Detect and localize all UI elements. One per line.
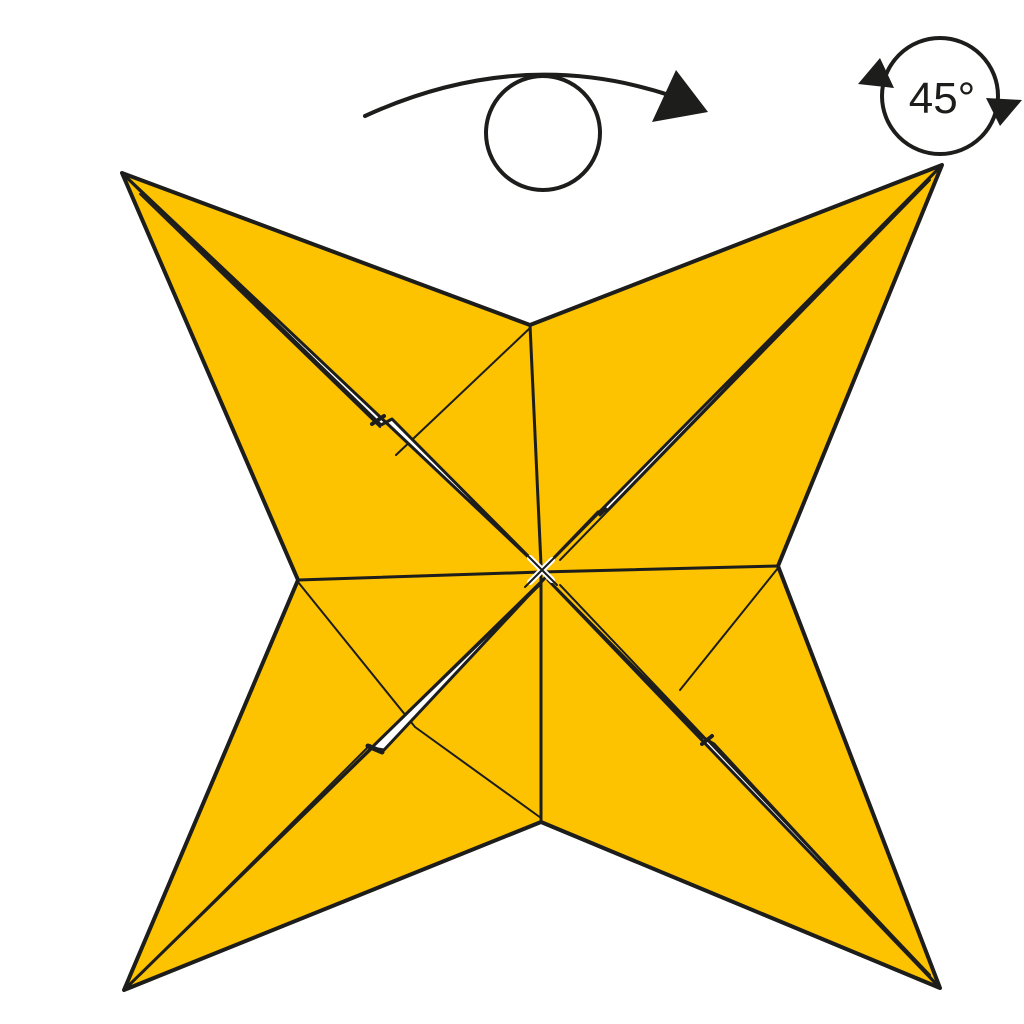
slit-nw bbox=[120, 171, 542, 570]
slit-sw-inner-2 bbox=[379, 584, 541, 741]
rotate-45-icon: 45° bbox=[858, 36, 1022, 156]
turn-over-arrowhead bbox=[652, 70, 708, 122]
rotate-angle-label: 45° bbox=[909, 74, 976, 123]
center-cross-outline bbox=[524, 552, 558, 588]
slit-sw-notch bbox=[365, 743, 385, 755]
rotate-arrowhead-right bbox=[986, 98, 1022, 126]
slit-sw-inner bbox=[139, 744, 371, 976]
slit-se-notch bbox=[700, 734, 714, 746]
turn-over-arrow-icon bbox=[363, 70, 708, 192]
folded-star-model bbox=[120, 163, 944, 992]
slit-ne-notch bbox=[598, 507, 608, 517]
quadrant-fold-lines bbox=[297, 327, 779, 819]
rotate-circle bbox=[880, 36, 1000, 156]
center-creases bbox=[296, 323, 780, 824]
rotate-arrowhead-left bbox=[858, 58, 894, 88]
slit-se-inner bbox=[559, 584, 931, 976]
slit-se bbox=[546, 578, 942, 990]
slit-ne-inner bbox=[559, 179, 931, 561]
slit-nw-notch bbox=[370, 414, 386, 426]
diagonal-slit-nw-se bbox=[120, 171, 942, 990]
turn-over-arc bbox=[363, 72, 674, 118]
diagonal-slit-sw-ne bbox=[122, 163, 944, 992]
slit-nw-inner bbox=[139, 193, 381, 428]
turn-over-circle bbox=[484, 74, 602, 192]
